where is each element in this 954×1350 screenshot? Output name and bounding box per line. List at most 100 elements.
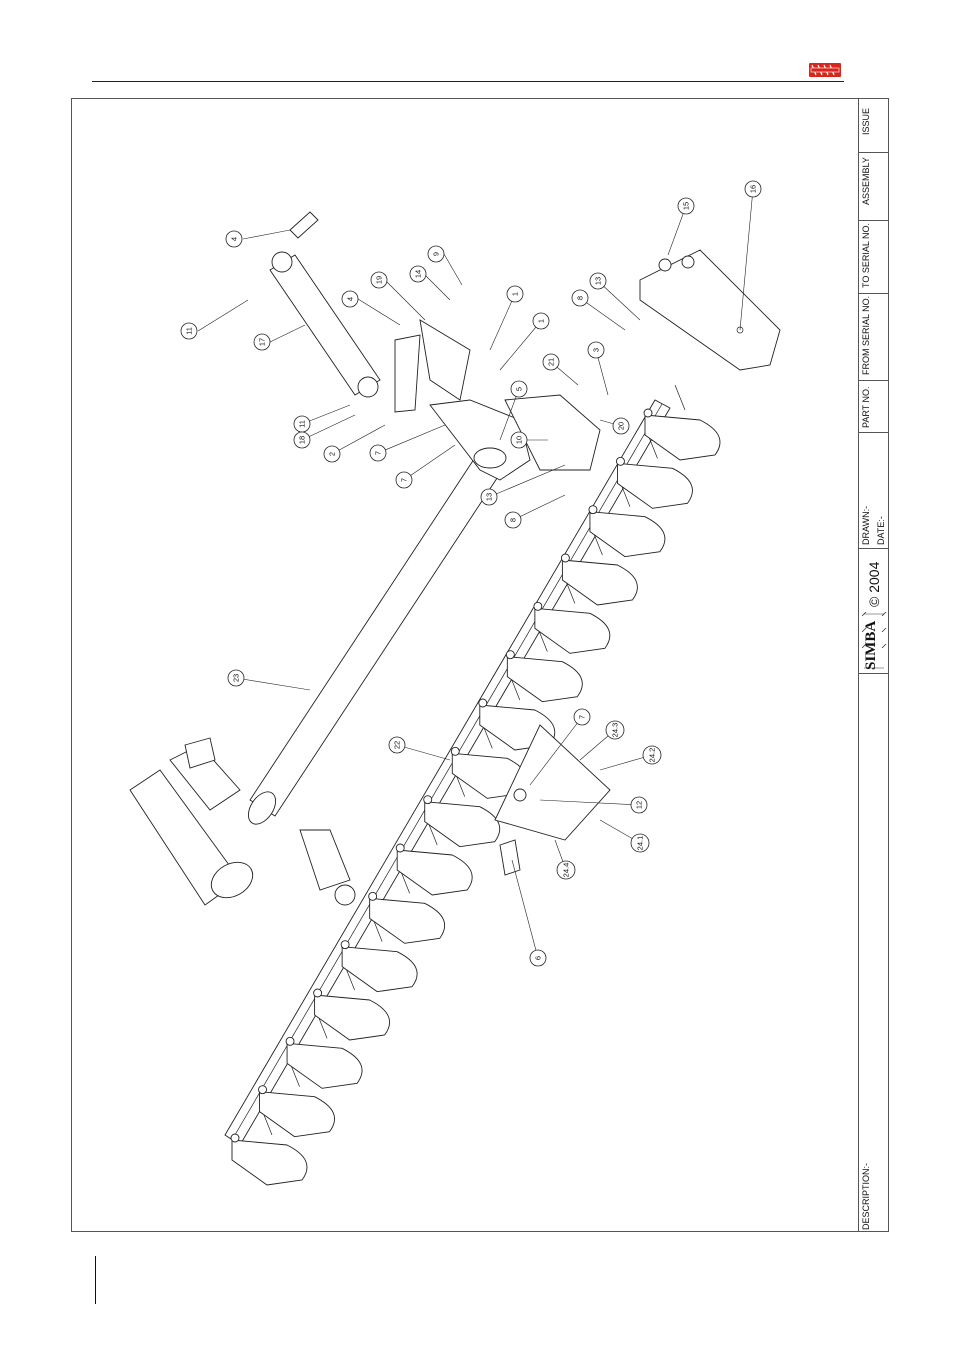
bracket-bolt <box>396 844 404 852</box>
simba-logo-icon <box>808 61 842 79</box>
bracket-bolt <box>644 409 652 417</box>
from-serial-label: FROM SERIAL NO. <box>861 296 871 375</box>
title-block-rule <box>858 548 889 549</box>
callout-label: 7 <box>400 478 409 482</box>
callout-bubble: 5 <box>511 381 527 397</box>
bracket-bolt <box>589 506 597 514</box>
callout-bubble: 9 <box>428 246 444 262</box>
bracket-bolt <box>231 1134 239 1142</box>
callout-bubble: 3 <box>588 342 604 358</box>
callout-label: 14 <box>414 270 423 278</box>
callout-bubble: 6 <box>530 950 546 966</box>
bracket-bolt <box>369 892 377 900</box>
date-label: DATE:- <box>876 516 886 545</box>
callout-label: 1 <box>537 319 546 323</box>
bracket-bolt <box>424 796 432 804</box>
callout-label: 8 <box>509 518 518 522</box>
callout-bubble: 12 <box>631 797 647 813</box>
callout-bubble: 22 <box>389 737 405 753</box>
bracket-bolt <box>616 457 624 465</box>
tine-bracket <box>535 608 610 653</box>
callout-label: 1 <box>511 292 520 296</box>
title-block-rule <box>858 293 889 294</box>
callout-label: 5 <box>515 387 524 391</box>
part-no-label: PART NO. <box>861 386 871 428</box>
callout-label: 13 <box>485 493 494 501</box>
callout-bubble: 24.4 <box>557 861 575 879</box>
callout-bubble: 24.3 <box>606 721 624 739</box>
callout-label: 18 <box>298 436 307 444</box>
tine-bracket <box>232 1140 307 1185</box>
title-block-rule <box>858 673 889 674</box>
callout-bubble: 1 <box>533 313 549 329</box>
assembly-label: ASSEMBLY <box>861 157 871 205</box>
title-block-rule <box>858 220 889 221</box>
callout-label: 17 <box>258 338 267 346</box>
bracket-bolt <box>286 1037 294 1045</box>
callout-label: 22 <box>393 741 402 749</box>
description-label: DESCRIPTION:- <box>861 1163 871 1230</box>
title-block-rule <box>858 380 889 381</box>
callout-label: 2 <box>328 452 337 456</box>
issue-label: ISSUE <box>861 108 871 135</box>
callout-bubble: 21 <box>543 354 559 370</box>
callout-label: 11 <box>298 420 307 428</box>
callout-bubble: 17 <box>254 334 270 350</box>
bracket-bolt <box>561 554 569 562</box>
side-plate <box>640 250 780 370</box>
callout-bubble: 13 <box>481 489 497 505</box>
callout-label: 23 <box>232 674 241 682</box>
callout-label: 6 <box>534 956 543 960</box>
callout-label: 10 <box>515 436 524 444</box>
callout-bubble: 16 <box>745 181 761 197</box>
callout-bubble: 23 <box>228 670 244 686</box>
callout-label: 9 <box>432 252 441 256</box>
callout-label: 16 <box>749 185 758 193</box>
tine-bracket <box>425 802 500 847</box>
callout-bubble: 18 <box>294 432 310 448</box>
tine-bracket <box>260 1092 335 1137</box>
copyright: © 2004 <box>866 562 882 607</box>
tine-bracket <box>370 898 445 943</box>
tine-bracket <box>617 463 692 508</box>
callout-bubble: 19 <box>371 272 387 288</box>
tine-bracket <box>287 1043 362 1088</box>
callout-bubble: 13 <box>590 273 606 289</box>
callout-label: 24.2 <box>648 748 657 763</box>
tine <box>675 385 685 410</box>
title-block-rule <box>858 152 889 153</box>
brand-wordmark: SIMBA <box>863 621 880 670</box>
to-serial-label: TO SERIAL NO. <box>861 223 871 288</box>
callout-label: 12 <box>635 801 644 809</box>
callout-label: 7 <box>374 451 383 455</box>
callout-label: 8 <box>576 296 585 300</box>
callout-bubble: 4 <box>226 231 242 247</box>
title-block-rule <box>858 432 889 433</box>
tine-bracket <box>397 850 472 895</box>
drawn-label: DRAWN:- <box>861 506 871 545</box>
callout-label: 15 <box>682 202 691 210</box>
bracket-bolt <box>451 747 459 755</box>
callout-bubble: 7 <box>396 472 412 488</box>
header-rule <box>92 81 844 82</box>
callout-label: 24.3 <box>611 723 620 738</box>
callout-bubble: 4 <box>342 291 358 307</box>
bracket-bolt <box>479 699 487 707</box>
callout-label: 20 <box>617 422 626 430</box>
callout-bubble: 10 <box>511 432 527 448</box>
callout-label: 7 <box>578 715 587 719</box>
tine-bracket <box>315 995 390 1040</box>
callout-label: 24.1 <box>636 836 645 851</box>
bracket-bolt <box>506 651 514 659</box>
callout-bubble: 8 <box>572 290 588 306</box>
callout-bubble: 11 <box>181 323 197 339</box>
callout-bubble: 8 <box>505 512 521 528</box>
callout-label: 13 <box>594 277 603 285</box>
tine-bracket <box>342 947 417 992</box>
callout-bubble: 14 <box>410 266 426 282</box>
exploded-drawing: 4 11 17 4 19 14 9 1 1 15 16 13 8 21 3 5 … <box>72 99 858 1231</box>
callout-bubble: 11 <box>294 416 310 432</box>
callout-bubble: 24.1 <box>631 834 649 852</box>
margin-bar <box>95 1256 96 1304</box>
tine-bracket <box>590 512 665 557</box>
